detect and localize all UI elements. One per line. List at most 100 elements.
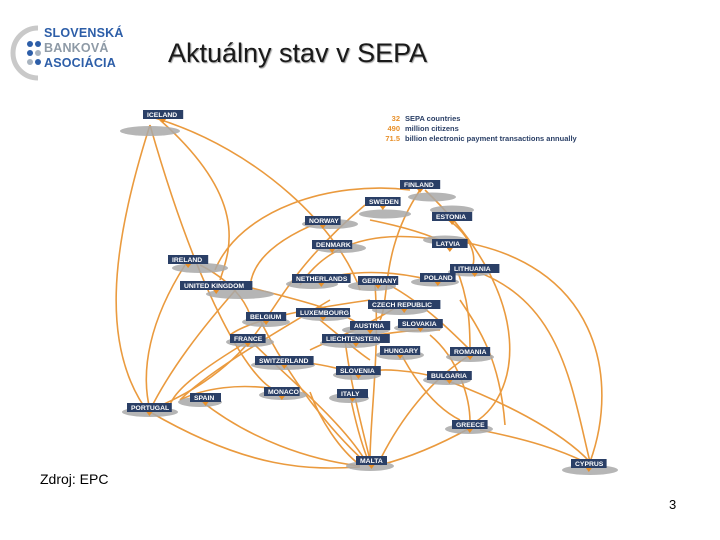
country-marker bbox=[446, 248, 453, 252]
country-name: POLAND bbox=[424, 275, 453, 282]
country-marker bbox=[466, 429, 473, 433]
country-name: NETHERLANDS bbox=[296, 276, 348, 283]
country-label-estonia: ESTONIA bbox=[432, 212, 473, 225]
country-name: ROMANIA bbox=[454, 349, 487, 356]
logo-line-2: BANKOVÁ bbox=[44, 41, 109, 55]
page-number: 3 bbox=[669, 497, 677, 512]
country-marker bbox=[355, 375, 362, 379]
country-marker bbox=[349, 398, 356, 402]
country-label-bg bbox=[127, 403, 172, 412]
country-name: SLOVAKIA bbox=[402, 321, 437, 328]
country-label-france: FRANCE bbox=[230, 334, 266, 347]
country-label-bg bbox=[432, 239, 468, 248]
country-marker bbox=[202, 402, 209, 406]
country-label-bg bbox=[246, 312, 287, 321]
country-label-bg bbox=[450, 264, 500, 273]
country-name: FINLAND bbox=[404, 182, 434, 189]
country-label-bg bbox=[380, 346, 421, 355]
country-name: SWITZERLAND bbox=[259, 358, 309, 365]
country-label-bg bbox=[358, 276, 399, 285]
country-label-iceland: ICELAND bbox=[143, 110, 184, 123]
country-label-bg bbox=[336, 366, 381, 375]
country-marker bbox=[471, 273, 478, 277]
country-label-bg bbox=[190, 393, 221, 402]
country-name: LUXEMBOURG bbox=[300, 310, 349, 317]
country-label-bg bbox=[571, 459, 607, 468]
country-name: LIECHTENSTEIN bbox=[326, 336, 380, 343]
country-label-cyprus: CYPRUS bbox=[571, 459, 607, 472]
country-label-bg bbox=[264, 387, 300, 396]
logo-line-3: ASOCIÁCIA bbox=[44, 56, 116, 70]
country-label-norway: NORWAY bbox=[305, 216, 341, 229]
country-name: SLOVENIA bbox=[340, 368, 375, 375]
country-marker bbox=[352, 343, 359, 347]
country-marker bbox=[263, 321, 270, 325]
country-label-belgium: BELGIUM bbox=[246, 312, 287, 325]
sba-logo: SLOVENSKÁ BANKOVÁ ASOCIÁCIA bbox=[8, 22, 128, 84]
country-label-liechtenstein: LIECHTENSTEIN bbox=[322, 334, 390, 347]
country-label-bg bbox=[400, 180, 441, 189]
country-label-slovakia: SLOVAKIA bbox=[398, 319, 443, 332]
country-name: BELGIUM bbox=[250, 314, 282, 321]
country-marker bbox=[185, 264, 192, 268]
country-name: MALTA bbox=[360, 458, 383, 465]
country-marker bbox=[434, 282, 441, 286]
country-marker bbox=[367, 330, 374, 334]
country-name: ICELAND bbox=[147, 112, 177, 119]
logo-emblem bbox=[10, 25, 41, 81]
country-label-slovenia: SLOVENIA bbox=[336, 366, 381, 379]
country-marker bbox=[244, 343, 251, 347]
country-label-bg bbox=[180, 281, 253, 290]
country-label-spain: SPAIN bbox=[190, 393, 221, 406]
country-label-portugal: PORTUGAL bbox=[127, 403, 172, 416]
country-label-ireland: IRELAND bbox=[168, 255, 209, 268]
country-marker bbox=[281, 365, 288, 369]
country-marker bbox=[375, 285, 382, 289]
page-title: Aktuálny stav v SEPA bbox=[168, 38, 428, 68]
country-name: NORWAY bbox=[309, 218, 339, 225]
country-name: SPAIN bbox=[194, 395, 214, 402]
country-label-bg bbox=[398, 319, 443, 328]
country-label-germany: GERMANY bbox=[358, 276, 399, 289]
country-marker bbox=[319, 225, 326, 229]
country-label-monaco: MONACO bbox=[264, 387, 300, 400]
country-label-luxembourg: LUXEMBOURG bbox=[296, 308, 350, 321]
country-marker bbox=[585, 468, 592, 472]
country-label-bg bbox=[143, 110, 184, 119]
country-label-finland: FINLAND bbox=[400, 180, 441, 193]
country-label-denmark: DENMARK bbox=[312, 240, 353, 253]
country-name: AUSTRIA bbox=[354, 323, 384, 330]
stat-transactions-value: 71.5 bbox=[385, 134, 400, 143]
country-label-greece: GREECE bbox=[452, 420, 488, 433]
country-label-bg bbox=[350, 321, 391, 330]
country-label-bg bbox=[450, 347, 491, 356]
country-name: LITHUANIA bbox=[454, 266, 491, 273]
stat-countries-label: SEPA countries bbox=[405, 114, 460, 123]
country-name: HUNGARY bbox=[384, 348, 419, 355]
country-label-bg bbox=[427, 371, 472, 380]
country-name: MONACO bbox=[268, 389, 299, 396]
country-label-latvia: LATVIA bbox=[432, 239, 468, 252]
country-label-bg bbox=[337, 389, 368, 398]
logo-line-1: SLOVENSKÁ bbox=[44, 26, 124, 40]
country-label-bg bbox=[230, 334, 266, 343]
country-name: FRANCE bbox=[234, 336, 263, 343]
country-name: CYPRUS bbox=[575, 461, 604, 468]
country-marker bbox=[417, 328, 424, 332]
country-label-bg bbox=[292, 274, 351, 283]
country-label-austria: AUSTRIA bbox=[350, 321, 391, 334]
country-marker bbox=[160, 119, 167, 123]
country-marker bbox=[397, 355, 404, 359]
stat-transactions-label: billion electronic payment transactions … bbox=[405, 134, 578, 143]
country-name: BULGARIA bbox=[431, 373, 467, 380]
country-label-hungary: HUNGARY bbox=[380, 346, 421, 359]
country-label-bg bbox=[255, 356, 314, 365]
country-name: IRELAND bbox=[172, 257, 202, 264]
country-label-bg bbox=[452, 420, 488, 429]
country-label-bg bbox=[432, 212, 473, 221]
country-name: GREECE bbox=[456, 422, 485, 429]
country-name: CZECH REPUBLIC bbox=[372, 302, 432, 309]
country-name: DENMARK bbox=[316, 242, 351, 249]
country-label-czech-republic: CZECH REPUBLIC bbox=[368, 300, 441, 313]
